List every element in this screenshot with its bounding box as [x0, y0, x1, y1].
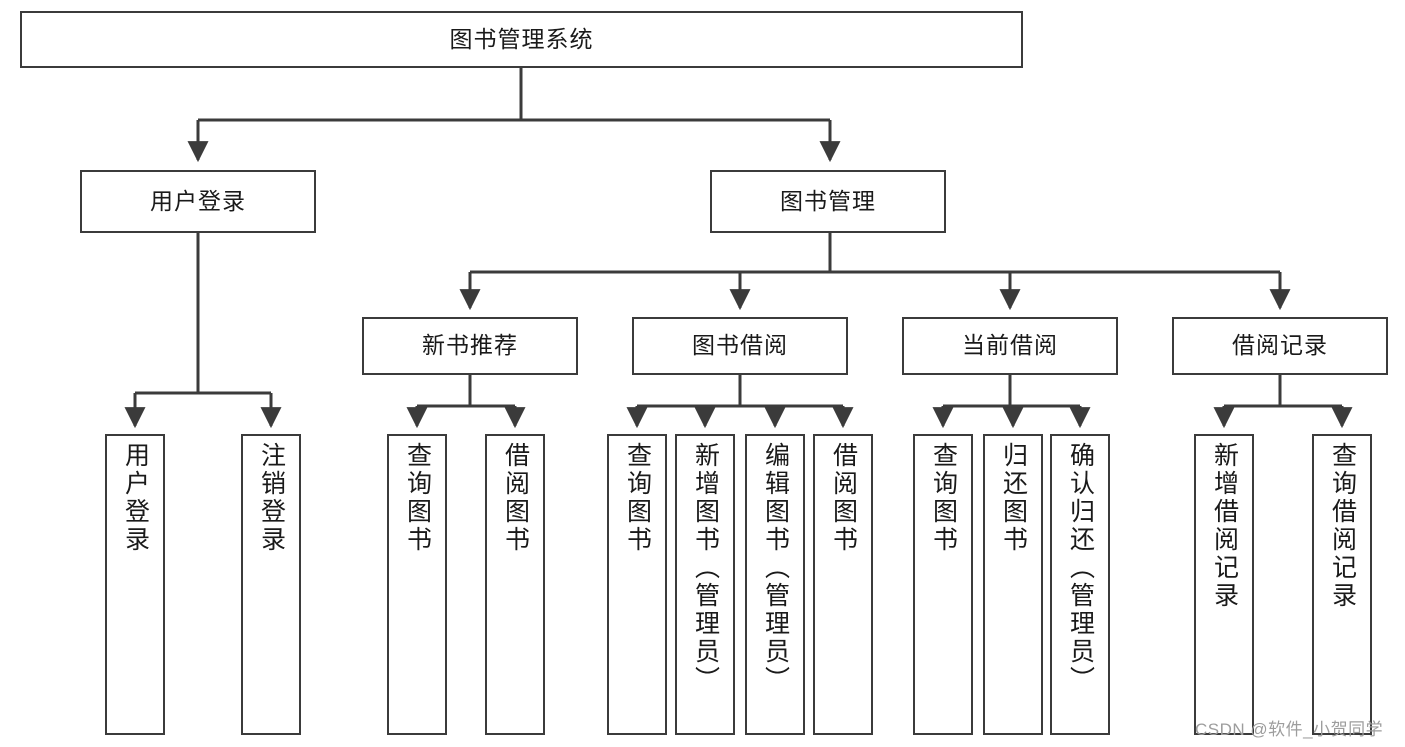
node-book-borrow[interactable]: 图书借阅 [632, 317, 848, 375]
node-leaf-add-record[interactable]: 新增借阅记录 [1194, 434, 1254, 735]
node-leaf-return-book[interactable]: 归还图书 [983, 434, 1043, 735]
node-root-label: 图书管理系统 [449, 25, 594, 52]
node-leaf-query-record-label: 查询借阅记录 [1328, 442, 1357, 610]
node-leaf-logout-label: 注销登录 [257, 442, 286, 554]
node-leaf-query-book-3[interactable]: 查询图书 [913, 434, 973, 735]
node-leaf-user-login[interactable]: 用户登录 [105, 434, 165, 735]
node-leaf-return-book-label: 归还图书 [999, 442, 1028, 554]
node-leaf-query-book-2-label: 查询图书 [623, 442, 652, 554]
node-leaf-confirm-return-label: 确认归还（管理员） [1066, 442, 1095, 694]
node-leaf-add-book-label: 新增图书（管理员） [691, 442, 720, 694]
node-current-borrow-label: 当前借阅 [962, 332, 1058, 359]
node-borrow-record[interactable]: 借阅记录 [1172, 317, 1388, 375]
node-leaf-logout[interactable]: 注销登录 [241, 434, 301, 735]
node-user-login[interactable]: 用户登录 [80, 170, 316, 233]
node-leaf-edit-book-label: 编辑图书（管理员） [761, 442, 790, 694]
node-leaf-borrow-book-2[interactable]: 借阅图书 [813, 434, 873, 735]
node-leaf-borrow-book-1[interactable]: 借阅图书 [485, 434, 545, 735]
node-leaf-confirm-return[interactable]: 确认归还（管理员） [1050, 434, 1110, 735]
node-new-book-recommend-label: 新书推荐 [422, 332, 518, 359]
node-leaf-query-book-2[interactable]: 查询图书 [607, 434, 667, 735]
node-leaf-borrow-book-2-label: 借阅图书 [829, 442, 858, 554]
csdn-watermark: CSDN @软件_小贺同学 [1195, 720, 1384, 739]
node-leaf-user-login-label: 用户登录 [121, 442, 150, 554]
node-borrow-record-label: 借阅记录 [1232, 332, 1328, 359]
node-book-manage[interactable]: 图书管理 [710, 170, 946, 233]
node-leaf-add-book[interactable]: 新增图书（管理员） [675, 434, 735, 735]
node-leaf-add-record-label: 新增借阅记录 [1210, 442, 1239, 610]
node-root[interactable]: 图书管理系统 [20, 11, 1023, 68]
node-leaf-borrow-book-1-label: 借阅图书 [501, 442, 530, 554]
node-book-manage-label: 图书管理 [780, 187, 876, 214]
node-leaf-query-book-3-label: 查询图书 [929, 442, 958, 554]
node-user-login-label: 用户登录 [150, 187, 246, 214]
node-leaf-query-book-1[interactable]: 查询图书 [387, 434, 447, 735]
node-book-borrow-label: 图书借阅 [692, 332, 788, 359]
node-leaf-query-record[interactable]: 查询借阅记录 [1312, 434, 1372, 735]
node-new-book-recommend[interactable]: 新书推荐 [362, 317, 578, 375]
node-current-borrow[interactable]: 当前借阅 [902, 317, 1118, 375]
node-leaf-edit-book[interactable]: 编辑图书（管理员） [745, 434, 805, 735]
node-leaf-query-book-1-label: 查询图书 [403, 442, 432, 554]
